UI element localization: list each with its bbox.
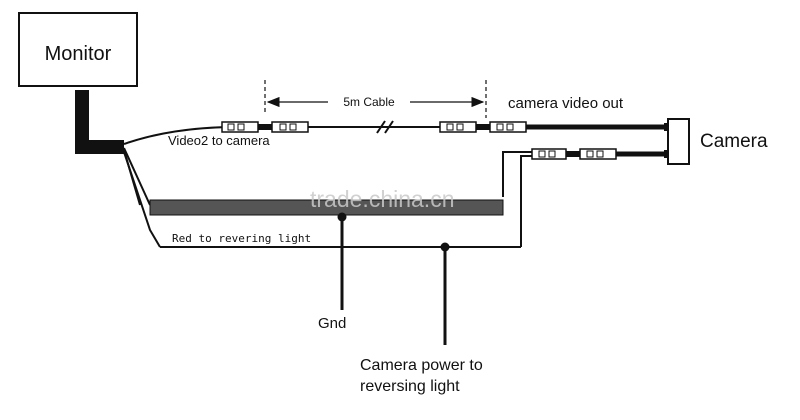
camera-body: [664, 118, 690, 165]
rca-connector-right: [439, 121, 527, 133]
camera-power-label-line1: Camera power to: [360, 357, 483, 374]
camera-power-connection: [440, 242, 450, 345]
power-branch-wires: [502, 151, 532, 247]
ground-bus-bar: [149, 199, 504, 216]
ground-label: Gnd: [318, 315, 346, 332]
cable-length-label: 5m Cable: [343, 95, 395, 109]
monitor-cable-trunk: [75, 90, 124, 154]
cable-break-mark: [376, 120, 394, 134]
watermark-text: trade.china.cn: [310, 186, 454, 212]
monitor-label: Monitor: [45, 43, 112, 65]
ground-connection: [337, 212, 347, 310]
cable-dimension: 5m Cable: [264, 80, 487, 118]
red-wire-label: Red to revering light: [172, 232, 311, 245]
monitor-box: Monitor: [18, 12, 138, 87]
camera-power-label-line2: reversing light: [360, 378, 460, 395]
video2-to-camera-label: Video2 to camera: [168, 133, 270, 148]
camera-label: Camera: [700, 131, 768, 152]
camera-video-out-label: camera video out: [508, 95, 624, 112]
rca-connector-left: [221, 121, 309, 133]
rca-connector-power: [531, 148, 617, 160]
monitor-fanout-wires: [123, 126, 231, 248]
